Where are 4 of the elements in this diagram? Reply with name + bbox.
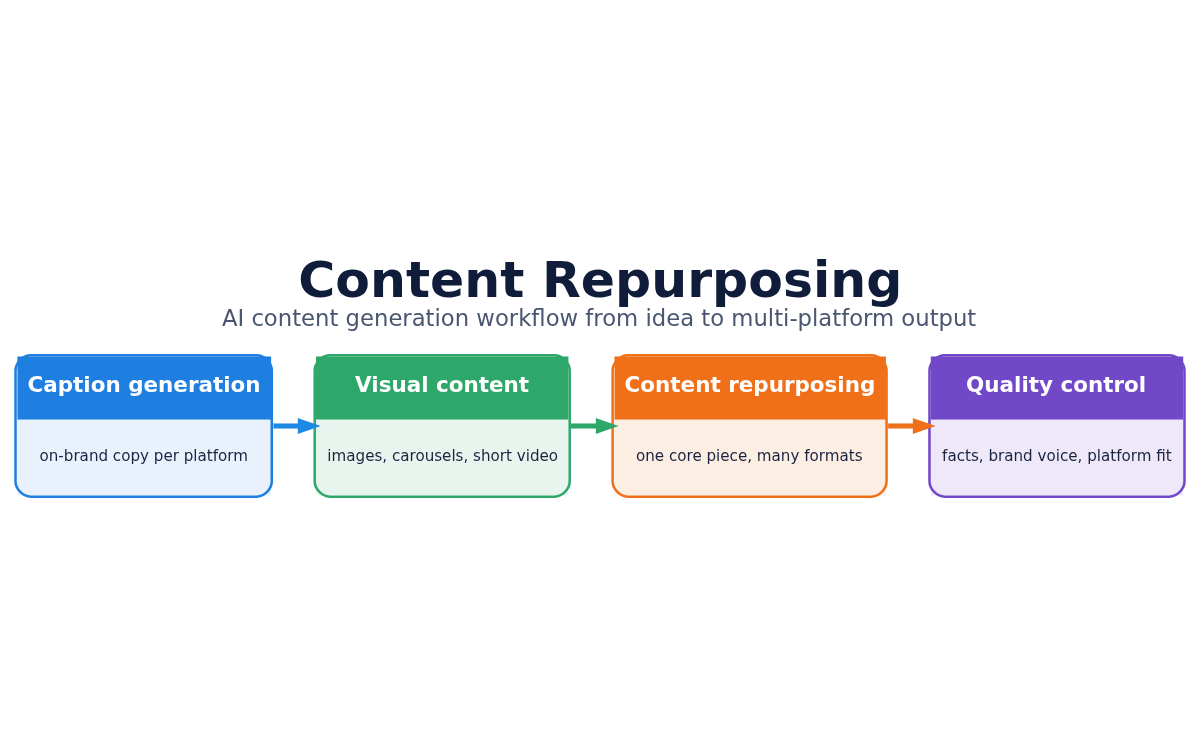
arrow xyxy=(273,417,321,434)
arrow xyxy=(888,417,936,434)
diagram-title: Content Repurposing xyxy=(298,249,903,309)
arrow xyxy=(571,417,619,434)
